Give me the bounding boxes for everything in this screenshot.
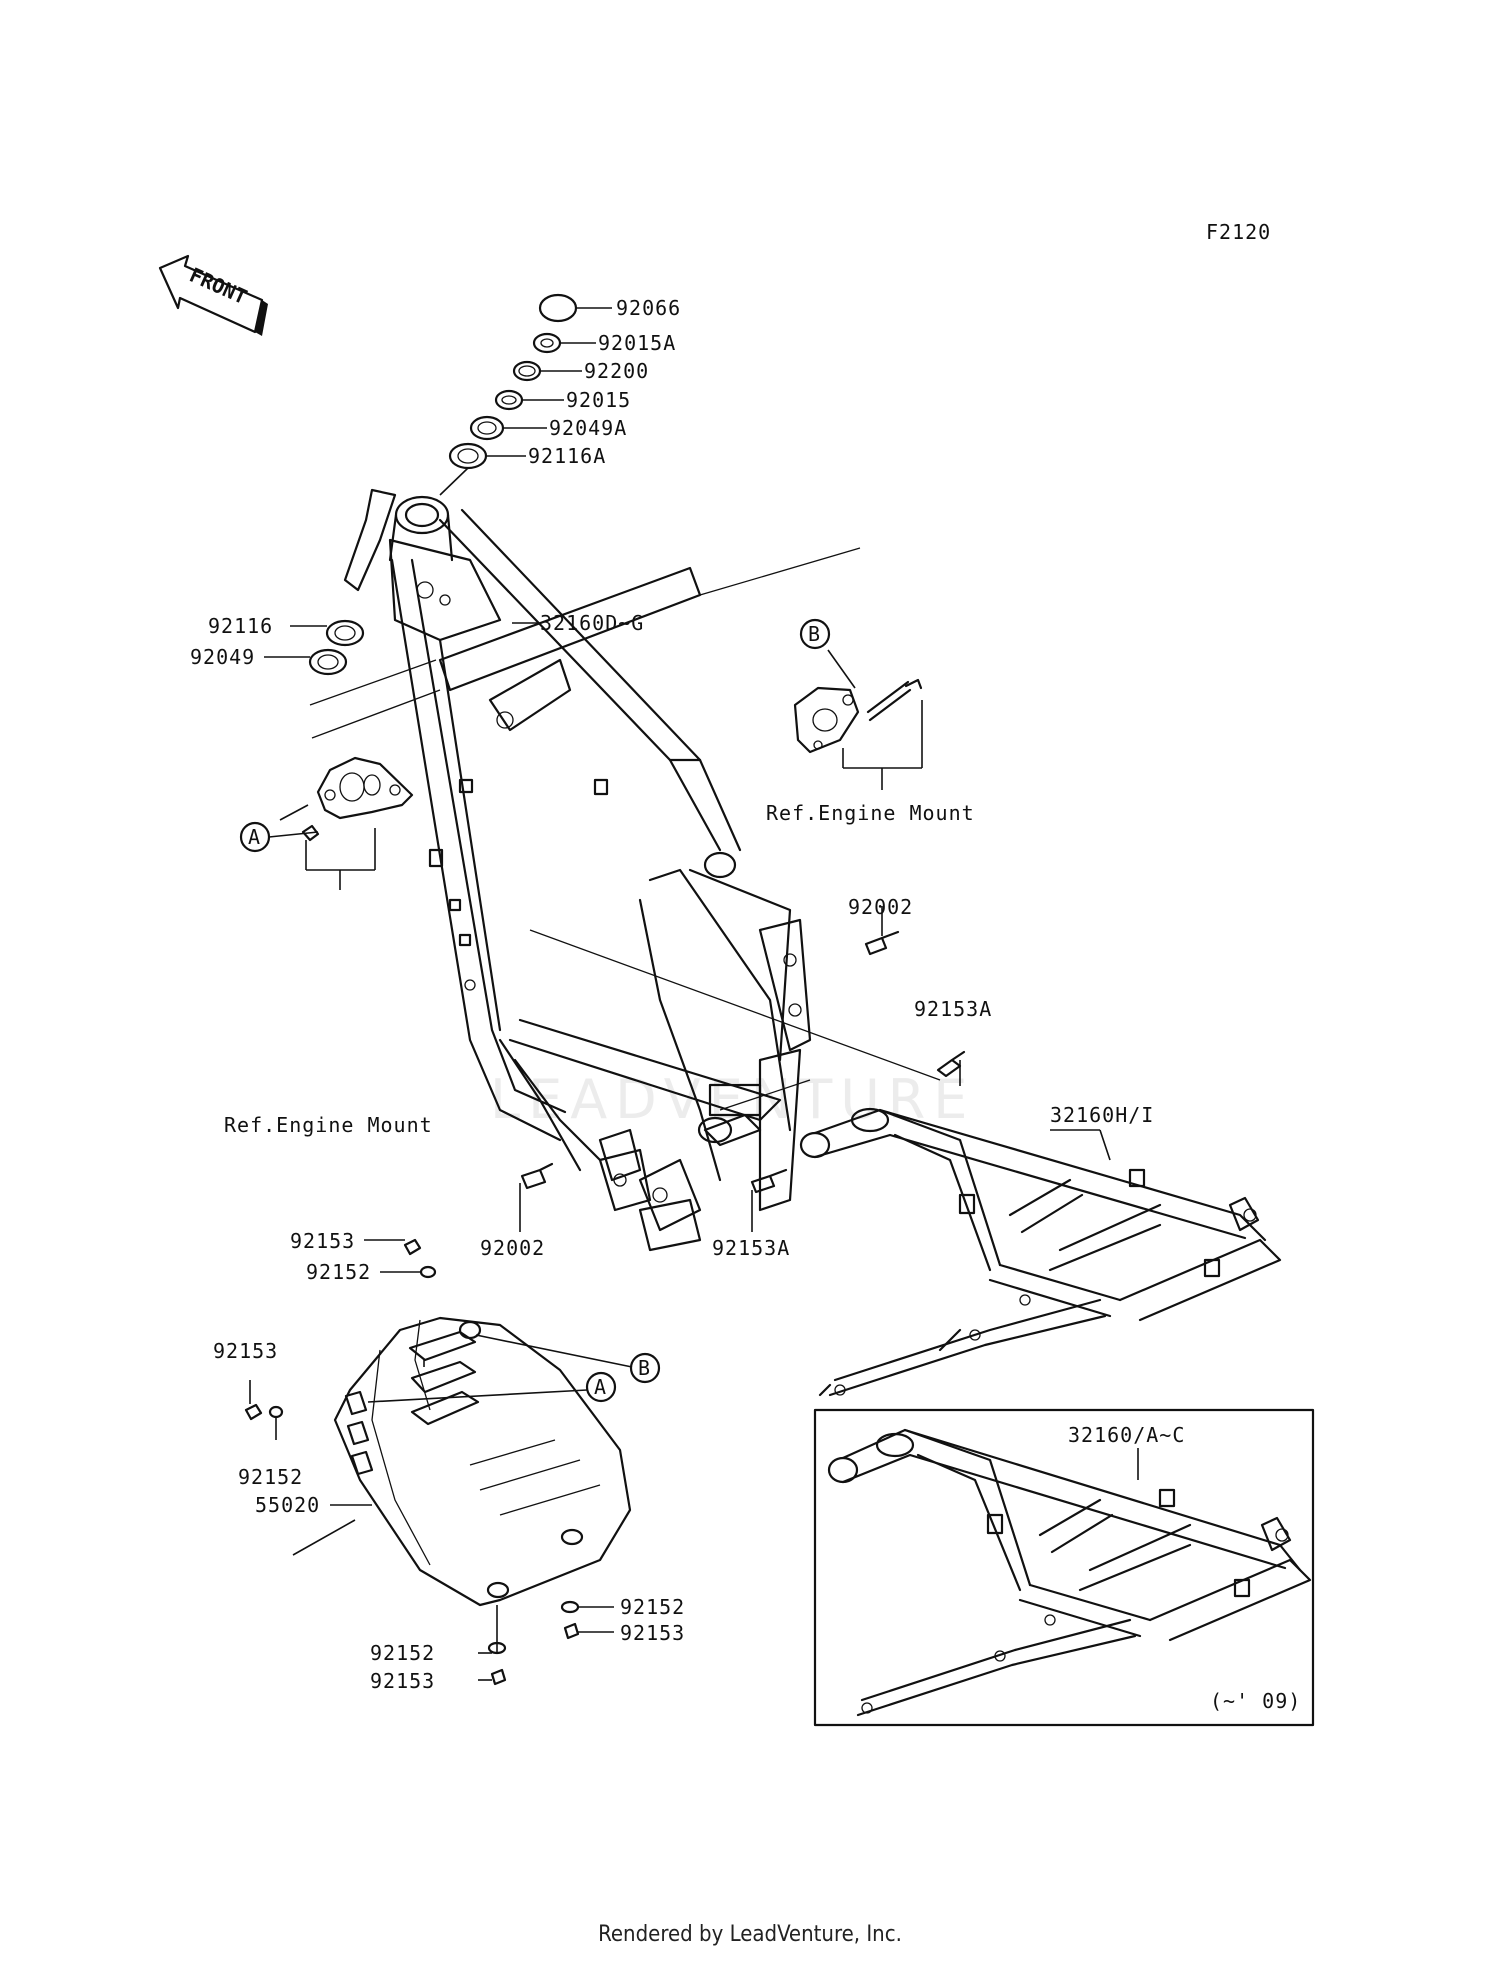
label-ref-engine-mount-a: Ref.Engine Mount [224, 1113, 433, 1137]
skid-plate-55020 [244, 1238, 632, 1686]
ref-circle-b-plate: B [629, 1352, 661, 1384]
label-92153-a: 92153 [290, 1229, 355, 1253]
part-92066-cap [538, 293, 578, 323]
label-92049: 92049 [190, 645, 255, 669]
frame-bolts [520, 930, 966, 1194]
label-92015: 92015 [566, 388, 631, 412]
label-92153A-top: 92153A [914, 997, 992, 1021]
part-92116-bearing [325, 619, 365, 647]
inset-part-label: 32160/A~C [1068, 1423, 1185, 1447]
label-92153-c: 92153 [620, 1621, 685, 1645]
ref-a-left-label: A [248, 825, 261, 849]
label-92152-a: 92152 [306, 1260, 371, 1284]
part-92015-nut [494, 389, 524, 411]
part-92015A-nut [532, 332, 562, 354]
label-92015A: 92015A [598, 331, 676, 355]
ref-b-plate-label: B [638, 1356, 651, 1380]
label-32160HI: 32160H/I [1050, 1103, 1154, 1127]
footer-credit: Rendered by LeadVenture, Inc. [598, 1922, 902, 1947]
front-label: FRONT [186, 263, 251, 309]
diagram-code: F2120 [1206, 220, 1271, 244]
label-92002-bottom: 92002 [480, 1236, 545, 1260]
part-92116A-bearing [448, 442, 488, 470]
label-92152-d: 92152 [370, 1641, 435, 1665]
label-92200: 92200 [584, 359, 649, 383]
leader-lines-lower [249, 649, 1111, 1681]
ref-a-plate-label: A [594, 1375, 607, 1399]
label-92049A: 92049A [549, 416, 627, 440]
label-92153-d: 92153 [370, 1669, 435, 1693]
steering-stem-parts [308, 293, 578, 676]
label-92152-c: 92152 [620, 1595, 685, 1619]
label-92153-b: 92153 [213, 1339, 278, 1363]
label-92116A: 92116A [528, 444, 606, 468]
ref-b-top-label: B [808, 622, 821, 646]
label-32160DG: 32160D~G [540, 611, 644, 635]
label-55020: 55020 [255, 1493, 320, 1517]
label-92002-top: 92002 [848, 895, 913, 919]
label-92066: 92066 [616, 296, 681, 320]
part-92200-washer [512, 360, 542, 382]
part-92049-seal [308, 648, 348, 676]
part-92049A-seal [469, 415, 505, 441]
label-92153A-bottom: 92153A [712, 1236, 790, 1260]
inset-box: 32160/A~C (~' 09) [813, 1408, 1315, 1727]
label-92152-b: 92152 [238, 1465, 303, 1489]
ref-circle-a-plate: A [585, 1371, 617, 1403]
ref-circle-a-left: A [239, 821, 271, 853]
front-arrow-icon: FRONT [158, 254, 268, 336]
ref-circle-b-top: B [799, 618, 831, 650]
leader-lines [264, 307, 612, 658]
part-labels: 92066 92015A 92200 92015 92049A 92116A 9… [190, 296, 1154, 1693]
inset-note-label: (~' 09) [1210, 1689, 1301, 1713]
main-frame [301, 488, 941, 1252]
label-92116: 92116 [208, 614, 273, 638]
label-ref-engine-mount-b: Ref.Engine Mount [766, 801, 975, 825]
rear-subframe-32160HI [799, 1107, 1282, 1397]
